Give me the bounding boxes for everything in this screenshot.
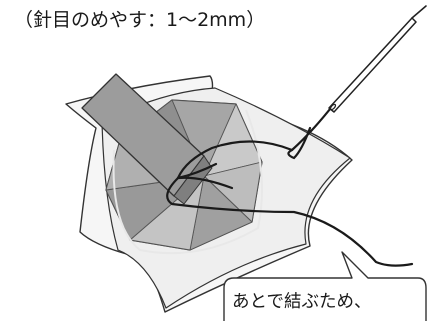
stitch-length-caption: （針目のめやす：1〜2mm） bbox=[14, 9, 265, 31]
callout-bubble bbox=[223, 251, 427, 321]
thread bbox=[166, 102, 414, 267]
grey-strip-edge bbox=[173, 155, 213, 205]
sewing-needle-icon bbox=[328, 5, 427, 113]
callout-text: あとで結ぶため、 bbox=[232, 292, 371, 312]
inner-rim bbox=[112, 109, 263, 255]
